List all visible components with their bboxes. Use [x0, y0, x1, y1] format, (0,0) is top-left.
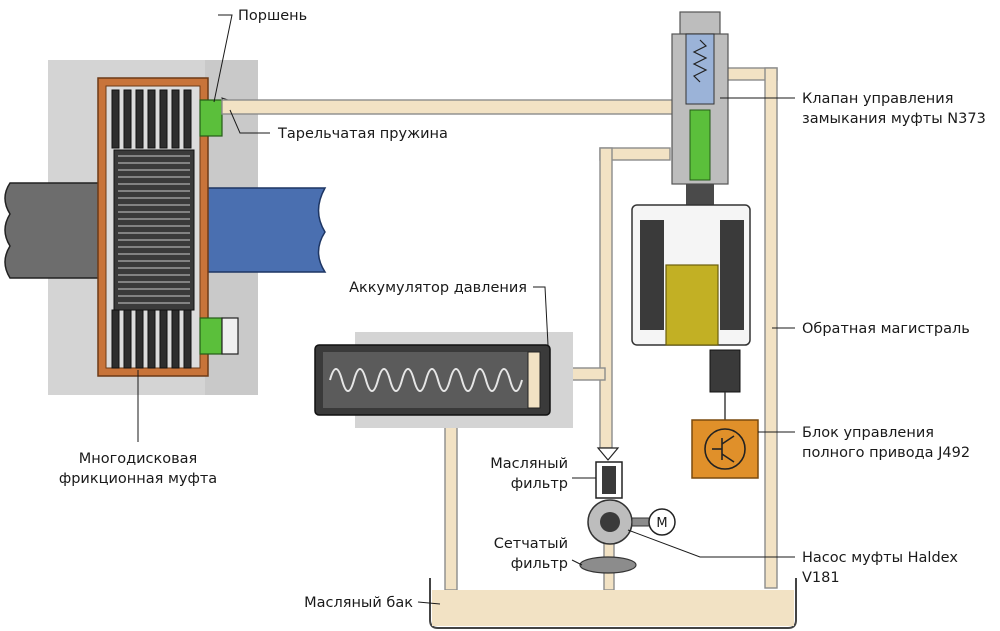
- label-disc-spring: Тарельчатая пружина: [277, 126, 448, 142]
- valve-spool: [689, 109, 711, 181]
- piston-lower: [199, 317, 223, 355]
- label-clutch-line2: фрикционная муфта: [59, 471, 217, 487]
- label-oil-filter-line1: Масляный: [490, 456, 568, 472]
- label-valve-line1: Клапан управления: [802, 91, 953, 107]
- accumulator-piston: [527, 351, 541, 409]
- solenoid-coil-right: [720, 220, 744, 330]
- solenoid-core: [665, 264, 719, 346]
- transistor-icon: [704, 428, 746, 470]
- supply-line-vertical: [599, 147, 613, 449]
- accumulator-drain-line: [444, 419, 458, 591]
- output-shaft: [189, 187, 327, 273]
- label-strainer-line2: фильтр: [511, 556, 568, 572]
- solenoid-connector: [709, 349, 741, 393]
- solenoid: [631, 204, 751, 420]
- pump-rotor: [600, 512, 620, 532]
- accumulator-spring: [329, 368, 523, 392]
- oil-filter: [595, 447, 623, 499]
- oil-lines: [221, 67, 778, 591]
- label-clutch-line1: Многодисковая: [79, 451, 198, 467]
- label-valve-line2: замыкания муфты N373: [802, 111, 986, 127]
- clutch-hub: [113, 149, 195, 311]
- labels: Поршень Тарельчатая пружина Многодискова…: [59, 8, 986, 611]
- oil-level: [432, 590, 794, 626]
- input-shaft: [4, 182, 111, 279]
- strainer: [579, 556, 637, 574]
- pressure-line-to-clutch: [221, 99, 693, 115]
- label-ecu-line1: Блок управления: [802, 425, 934, 441]
- label-strainer-line1: Сетчатый: [494, 536, 568, 552]
- lower-disc-pack: [111, 309, 192, 369]
- solenoid-coil-left: [640, 220, 664, 330]
- label-oil-filter-line2: фильтр: [511, 476, 568, 492]
- valve-spring: [692, 39, 708, 83]
- strainer-body: [579, 556, 637, 574]
- valve-upper-bore: [685, 33, 715, 105]
- label-ecu-line2: полного привода J492: [802, 445, 970, 461]
- label-piston: Поршень: [238, 8, 307, 24]
- leader-lines: [137, 14, 795, 605]
- oil-filter-element: [602, 466, 616, 494]
- hub-splines: [118, 155, 190, 304]
- ecu-j492: [691, 419, 759, 479]
- motor-symbol: M: [656, 516, 667, 531]
- label-pump-line2: V181: [802, 570, 840, 586]
- oil-tank: [429, 578, 797, 629]
- piston-upper: [199, 99, 223, 137]
- label-return-line: Обратная магистраль: [802, 321, 970, 337]
- valve-cap: [679, 11, 721, 35]
- clutch-assembly: [4, 60, 327, 395]
- upper-disc-pack: [111, 89, 192, 149]
- label-accumulator: Аккумулятор давления: [349, 280, 527, 296]
- label-pump-line1: Насос муфты Haldex: [802, 550, 958, 566]
- motor-icon: [648, 508, 676, 536]
- check-valve-icon: [596, 447, 620, 461]
- pressure-accumulator: [314, 332, 573, 428]
- haldex-pump-v181: M: [587, 499, 676, 545]
- label-oil-tank: Масляный бак: [304, 595, 413, 611]
- disc-spring-lower: [221, 317, 239, 355]
